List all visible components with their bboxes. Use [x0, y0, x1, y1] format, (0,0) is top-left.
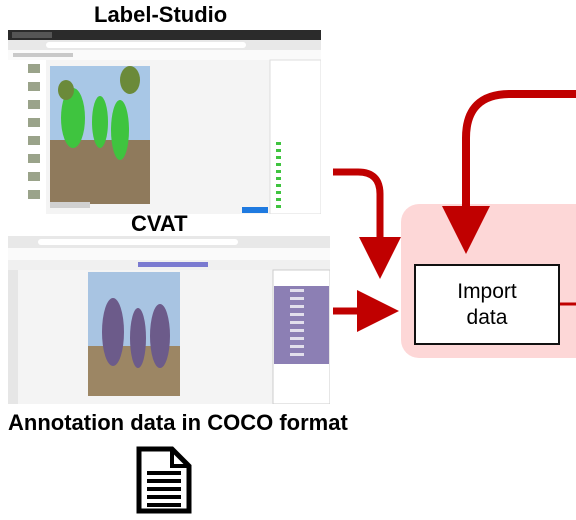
label-studio-title: Label-Studio — [94, 2, 228, 27]
feedback-arrow — [442, 90, 576, 254]
label-studio-screenshot — [8, 30, 321, 214]
document-icon — [136, 446, 192, 514]
import-data-box: Import data — [414, 264, 560, 345]
cvat-ui — [8, 236, 330, 404]
cvat-title: CVAT — [131, 211, 188, 236]
cvat-screenshot — [8, 236, 330, 404]
coco-title: Annotation data in COCO format — [8, 410, 348, 435]
label-studio-ui — [8, 30, 321, 214]
label-studio-arrow — [333, 168, 401, 279]
import-label-line1: Import — [457, 279, 517, 303]
import-label-line2: data — [466, 305, 508, 329]
